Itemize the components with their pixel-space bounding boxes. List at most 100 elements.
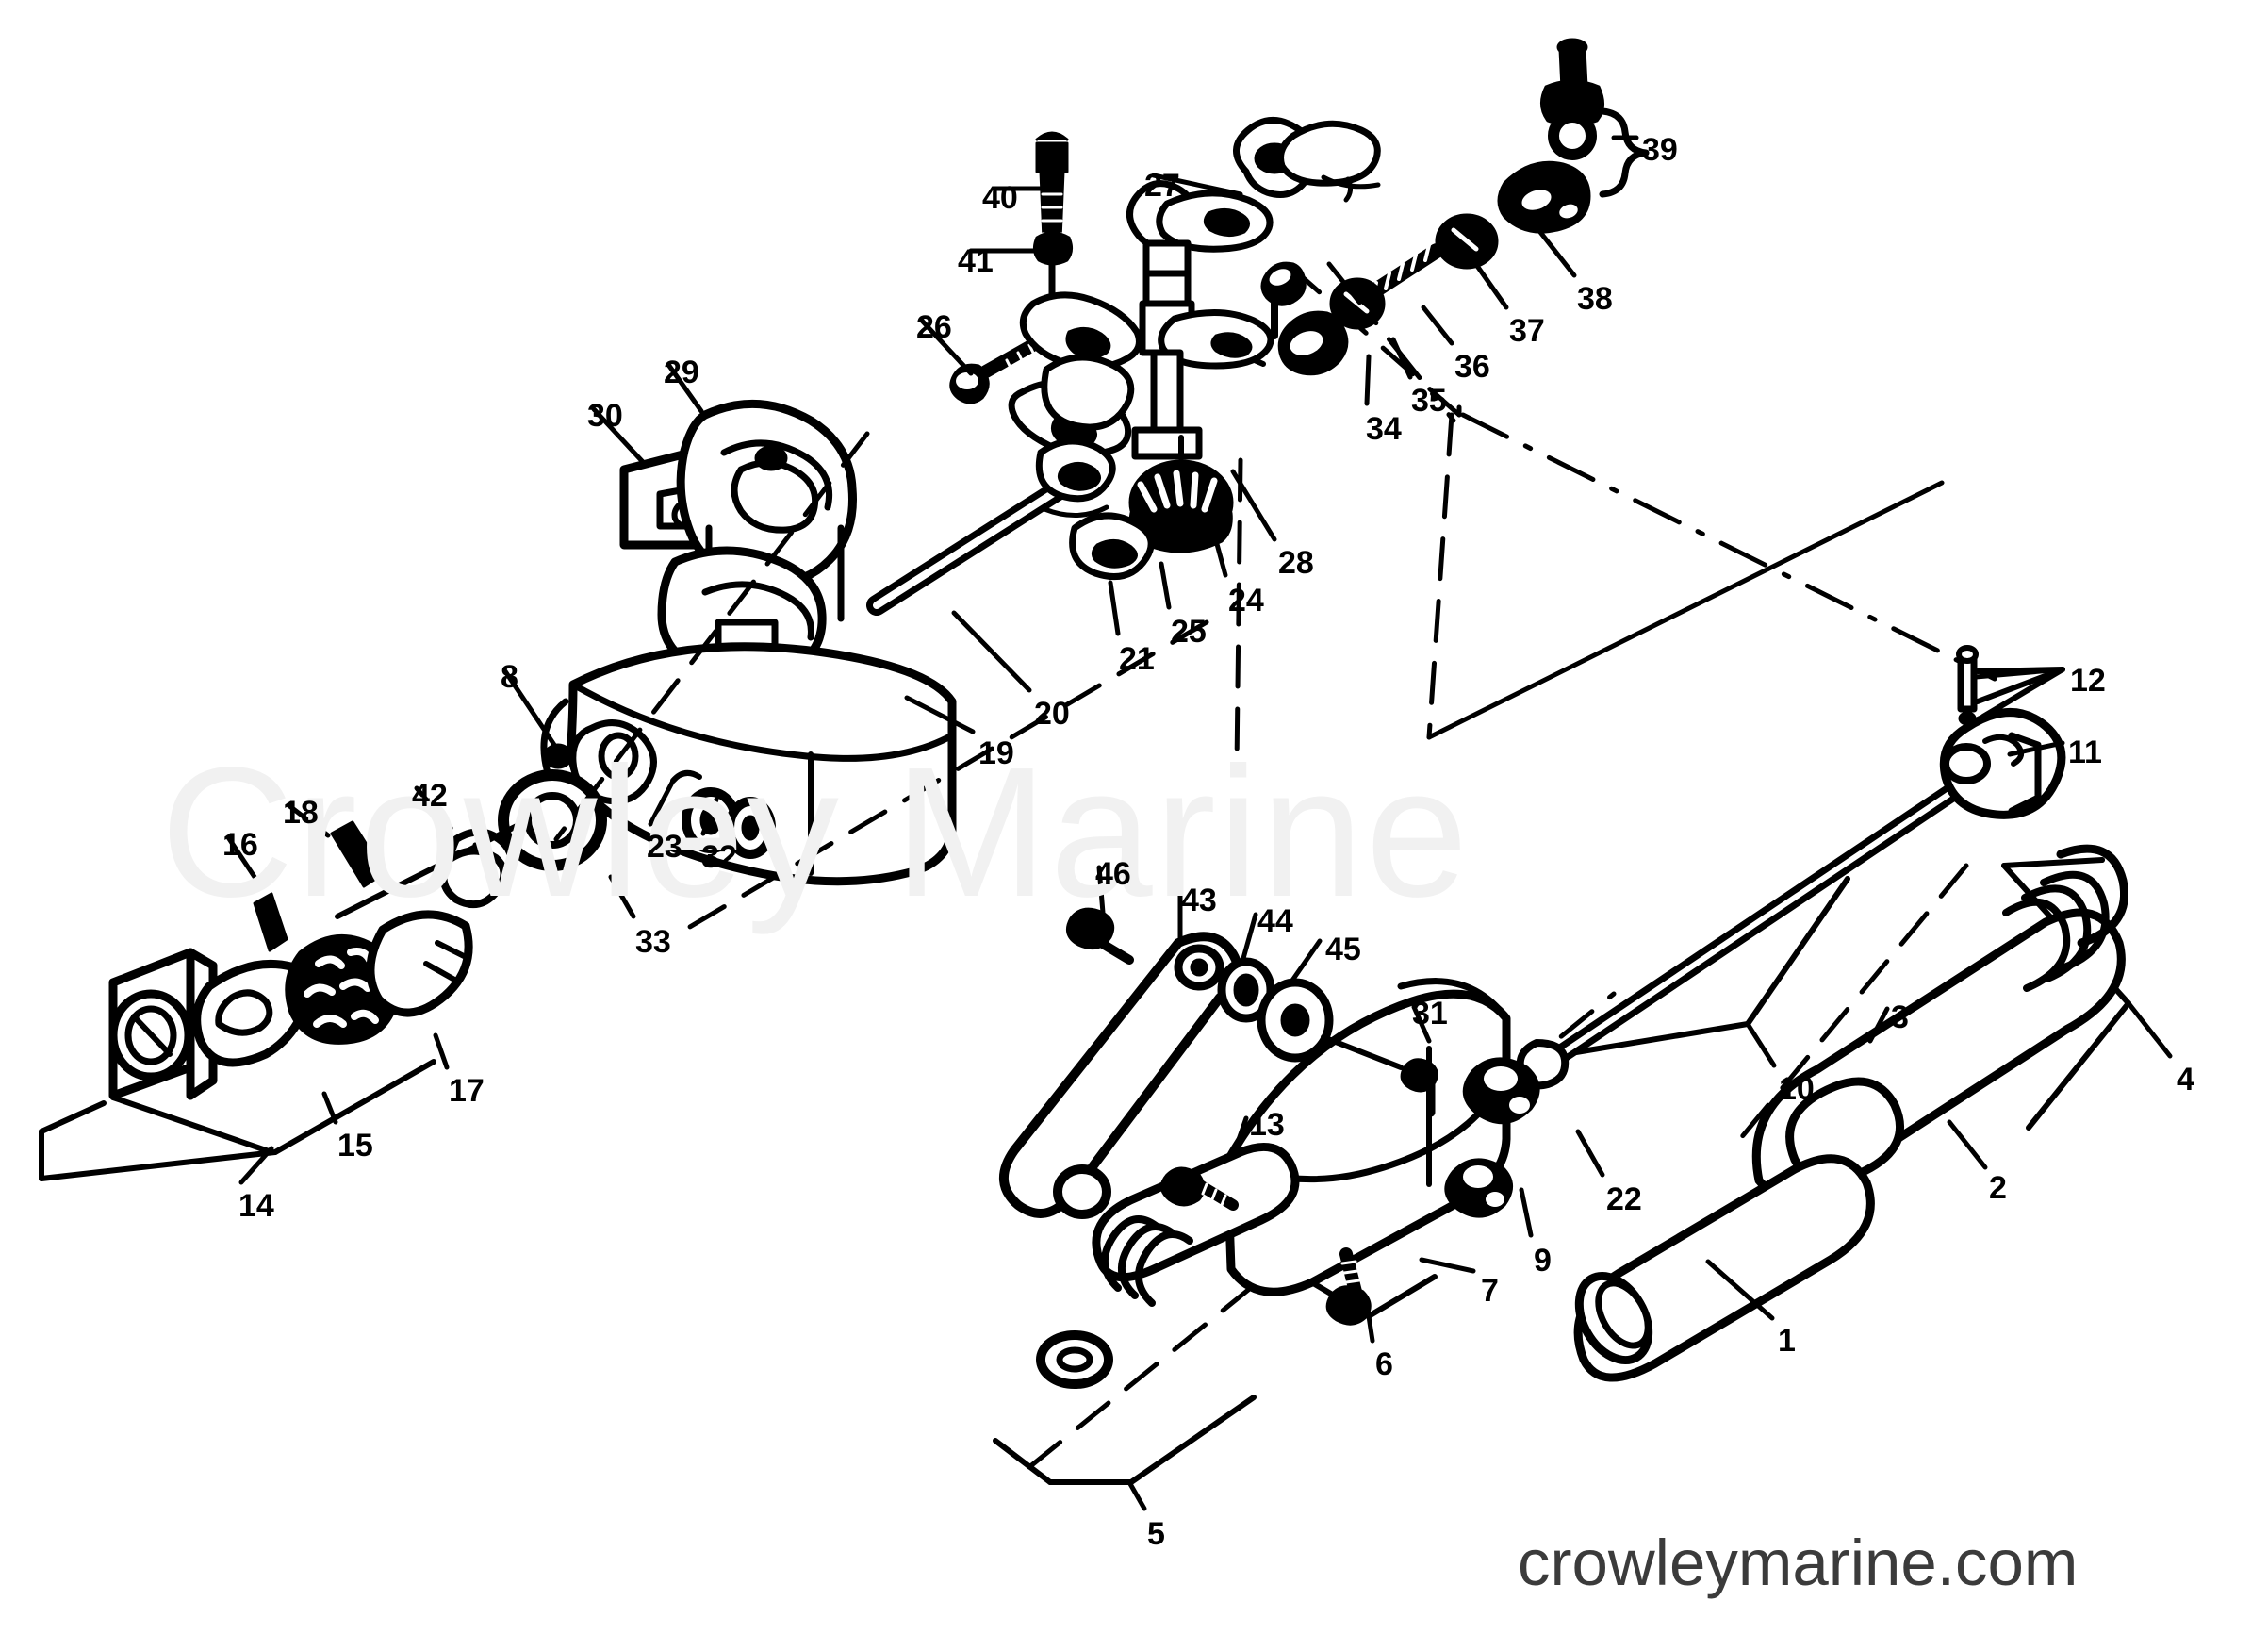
- callout-number-38: 38: [1577, 281, 1613, 317]
- leader-line-19: [904, 695, 976, 734]
- callout-number-32: 32: [701, 839, 737, 875]
- callout-number-14: 14: [238, 1188, 274, 1224]
- callout-number-17: 17: [449, 1073, 485, 1109]
- callout-number-30: 30: [587, 398, 623, 434]
- callout-number-21: 21: [1119, 641, 1155, 677]
- leader-line-29: [666, 363, 704, 414]
- leader-line-34: [1364, 354, 1372, 406]
- leader-line-22: [1575, 1129, 1605, 1178]
- leader-line-3: [1867, 1006, 1890, 1044]
- cylinder-body-right: [1751, 844, 2128, 1197]
- leader-line-18: [286, 802, 331, 838]
- leader-line-26: [919, 318, 974, 376]
- callout-number-11: 11: [2068, 734, 2102, 770]
- leader-line-20: [951, 610, 1032, 693]
- callout-number-39: 39: [1642, 132, 1678, 168]
- footer-brand-text: crowleymarine.com: [1518, 1527, 2079, 1599]
- steering-shaft-upper: [866, 354, 1155, 616]
- callout-number-27: 27: [1144, 168, 1180, 204]
- leader-line-1: [1705, 1259, 1775, 1321]
- tie-rod-assembly: [1217, 38, 1650, 376]
- leader-line-31: [1411, 1004, 1432, 1044]
- callout-number-16: 16: [222, 827, 258, 863]
- leader-line-13: [1232, 1115, 1249, 1153]
- leader-line-45: [1287, 938, 1323, 987]
- leader-line-33: [608, 874, 636, 919]
- callout-number-25: 25: [1171, 614, 1207, 650]
- callout-number-7: 7: [1481, 1273, 1499, 1309]
- leader-line-35: [1390, 337, 1413, 380]
- callout-number-15: 15: [337, 1128, 373, 1164]
- callout-number-5: 5: [1147, 1516, 1165, 1552]
- callout-leader-lines: [225, 135, 2173, 1511]
- leader-line-36: [1421, 305, 1454, 346]
- outer-tube-1: [1573, 1154, 1875, 1382]
- callout-number-19: 19: [978, 735, 1014, 771]
- callout-number-1: 1: [1778, 1323, 1796, 1359]
- leader-line-37: [1468, 254, 1509, 310]
- callout-number-23: 23: [647, 829, 682, 865]
- callout-number-34: 34: [1366, 411, 1402, 447]
- ram-rod-assembly: [1516, 645, 2066, 1090]
- link-arm-assembly: [998, 907, 1404, 1219]
- callout-number-9: 9: [1534, 1243, 1552, 1279]
- leader-line-25: [1159, 561, 1172, 610]
- leader-line-8: [502, 668, 557, 748]
- callout-number-24: 24: [1228, 583, 1264, 619]
- callout-number-36: 36: [1454, 349, 1490, 385]
- callout-number-45: 45: [1325, 932, 1361, 967]
- callout-number-29: 29: [664, 355, 699, 390]
- leader-line-15: [321, 1091, 338, 1125]
- callout-number-13: 13: [1249, 1107, 1285, 1143]
- callout-number-44: 44: [1257, 903, 1293, 939]
- callout-number-43: 43: [1181, 883, 1217, 918]
- callout-number-22: 22: [1606, 1181, 1642, 1217]
- envelope-dash-dot: [1326, 261, 1997, 682]
- leader-line-2: [1947, 1119, 1988, 1170]
- cylinder-housing-center: [1036, 978, 1540, 1389]
- leader-line-30: [591, 406, 646, 465]
- callout-number-6: 6: [1375, 1346, 1393, 1382]
- left-shaft-assembly: [39, 820, 519, 1181]
- leader-line-21: [1108, 580, 1121, 636]
- leader-line-44: [1240, 912, 1258, 965]
- callout-number-20: 20: [1034, 696, 1070, 732]
- callout-number-2: 2: [1989, 1170, 2007, 1206]
- callout-number-35: 35: [1411, 383, 1447, 419]
- leader-line-6: [1366, 1313, 1375, 1344]
- leader-line-4: [2126, 1000, 2173, 1059]
- callout-number-37: 37: [1509, 313, 1545, 349]
- callout-number-33: 33: [635, 924, 671, 960]
- callout-number-40: 40: [982, 180, 1018, 216]
- leader-line-46: [1096, 865, 1106, 916]
- callout-number-12: 12: [2070, 663, 2106, 699]
- leader-line-27: [1151, 173, 1243, 197]
- leader-line-14: [238, 1146, 274, 1185]
- leader-line-38: [1530, 220, 1577, 278]
- leader-line-7: [1419, 1257, 1476, 1274]
- leader-line-9: [1519, 1187, 1534, 1238]
- leader-line-11: [2007, 740, 2065, 757]
- leader-line-42: [414, 785, 453, 831]
- callout-number-28: 28: [1278, 545, 1314, 581]
- ratchet-washer-24: [1128, 435, 1234, 553]
- leader-line-24: [1211, 531, 1228, 578]
- callout-number-18: 18: [283, 795, 319, 831]
- callout-number-3: 3: [1891, 999, 1909, 1035]
- leader-line-32: [700, 797, 719, 836]
- callout-number-46: 46: [1095, 856, 1131, 892]
- leader-line-16: [225, 834, 257, 880]
- callout-number-42: 42: [412, 778, 448, 814]
- callout-number-10: 10: [1779, 1071, 1815, 1107]
- steering-head-assembly: [619, 399, 857, 684]
- leader-line-12: [1973, 667, 2065, 680]
- leader-line-10: [1745, 1021, 1777, 1068]
- leader-line-23: [648, 778, 676, 827]
- callout-number-26: 26: [916, 309, 952, 345]
- leader-line-17: [433, 1032, 450, 1070]
- callout-number-8: 8: [501, 659, 518, 695]
- callout-number-31: 31: [1412, 996, 1448, 1032]
- leader-line-28: [1230, 469, 1277, 542]
- callout-number-41: 41: [958, 243, 994, 279]
